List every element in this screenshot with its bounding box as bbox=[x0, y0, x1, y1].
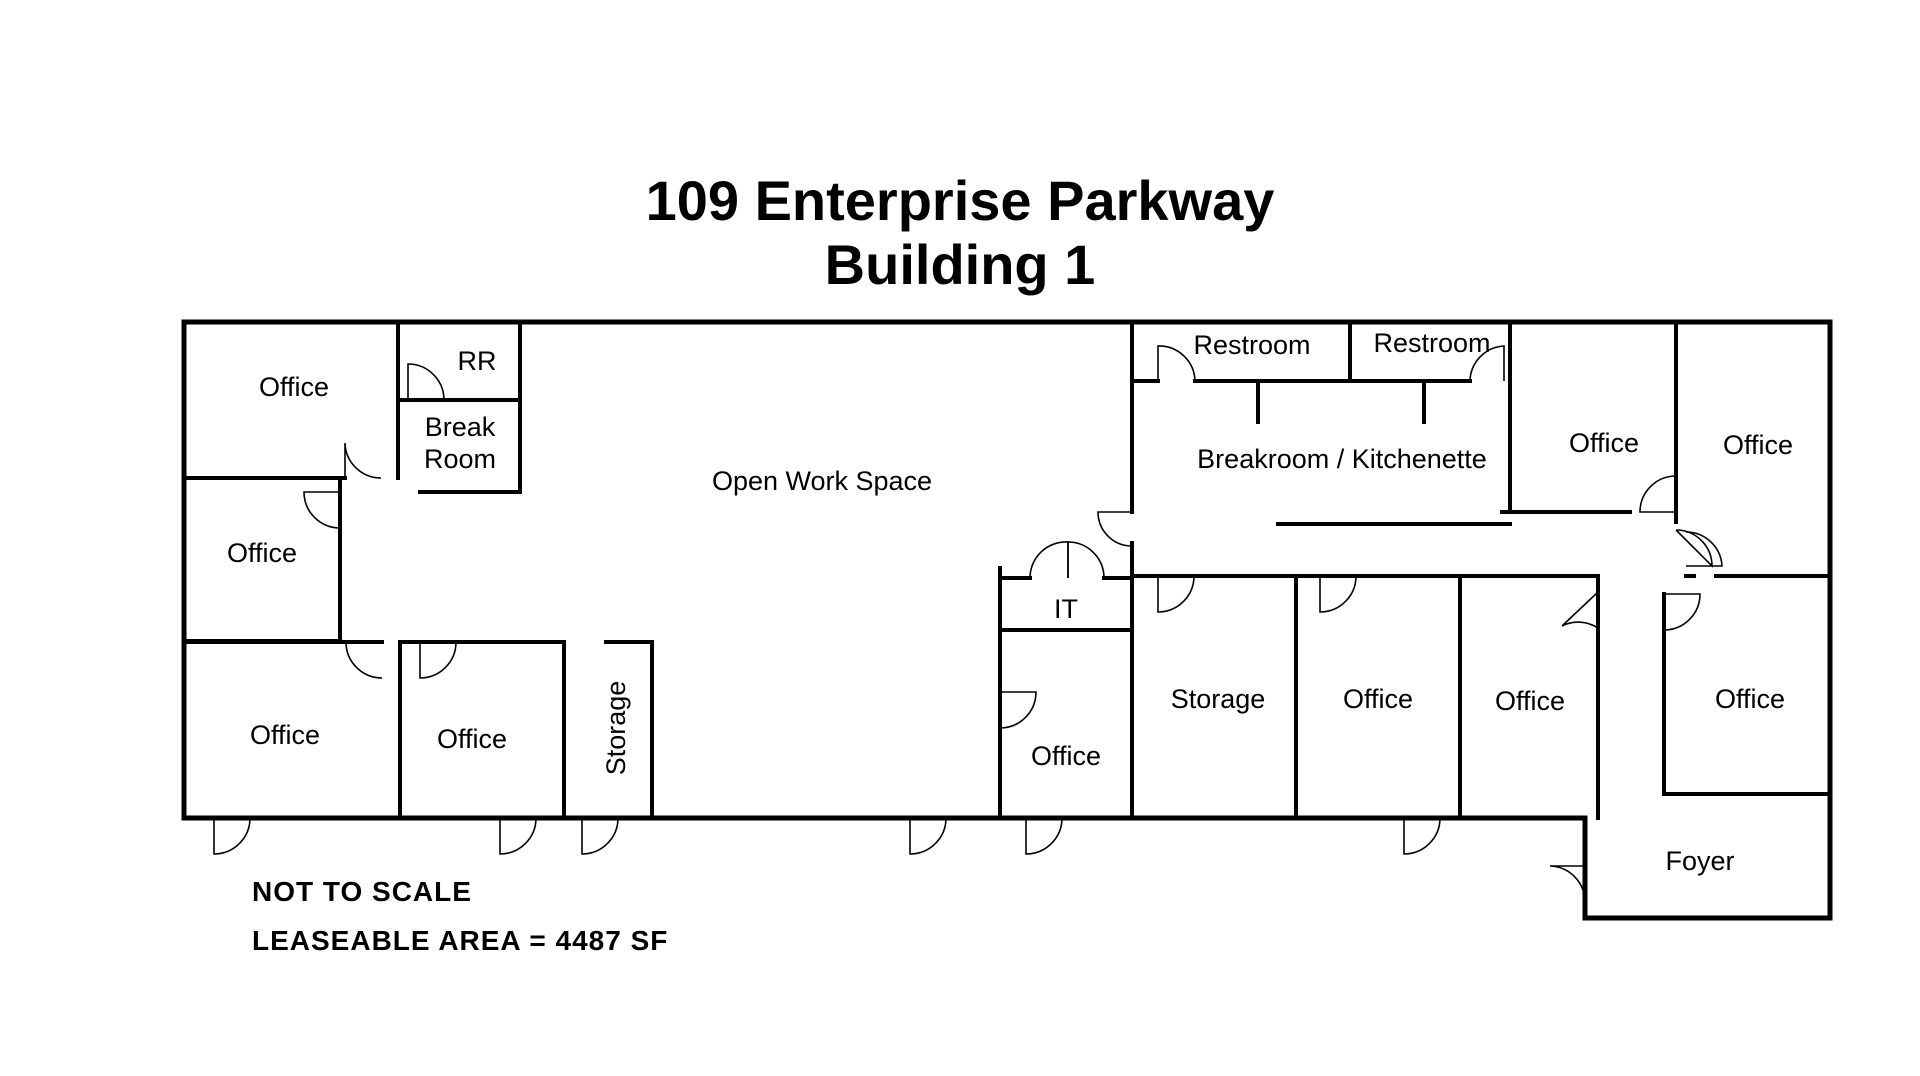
door-it-right bbox=[1067, 541, 1105, 579]
door-office-bottom-second bbox=[419, 641, 457, 679]
room-office-center: Office bbox=[1031, 741, 1101, 771]
door-rr bbox=[407, 363, 445, 401]
plan-title: 109 Enterprise Parkway bbox=[645, 169, 1275, 232]
room-breakroom-kitchenette: Breakroom / Kitchenette bbox=[1197, 444, 1487, 474]
door-restroom-2 bbox=[1469, 345, 1505, 382]
room-office-top-left: Office bbox=[259, 372, 329, 402]
door-office-right-2 bbox=[1561, 591, 1599, 629]
room-office-right-1: Office bbox=[1343, 684, 1413, 714]
room-office-bottom-left: Office bbox=[250, 720, 320, 750]
door-office-right-1 bbox=[1319, 575, 1357, 613]
door-office-right-3 bbox=[1663, 593, 1701, 631]
leaseable-area-note: LEASEABLE AREA = 4487 SF bbox=[252, 925, 669, 956]
door-office-top-right-1 bbox=[1639, 475, 1677, 513]
room-break-room-line2: Room bbox=[424, 444, 496, 474]
door-it-left bbox=[1029, 541, 1069, 579]
door-exterior-1 bbox=[213, 817, 251, 855]
doors bbox=[213, 345, 1723, 903]
room-storage-right: Storage bbox=[1171, 684, 1266, 714]
room-office-top-right-2: Office bbox=[1723, 430, 1793, 460]
room-restroom-2: Restroom bbox=[1373, 328, 1490, 358]
door-office-top-right-2 bbox=[1675, 529, 1713, 568]
room-foyer: Foyer bbox=[1665, 846, 1734, 876]
door-storage bbox=[1157, 575, 1195, 613]
room-office-right-2: Office bbox=[1495, 686, 1565, 716]
door-foyer-entry bbox=[1549, 865, 1586, 903]
room-break-room-line1: Break bbox=[425, 412, 496, 442]
outer-walls bbox=[181, 319, 1833, 921]
door-restroom-1 bbox=[1157, 345, 1196, 382]
door-office-top-left bbox=[344, 442, 382, 479]
room-open-work-space: Open Work Space bbox=[712, 466, 932, 496]
interior-walls bbox=[182, 320, 1832, 820]
scale-note: NOT TO SCALE bbox=[252, 876, 472, 907]
room-labels: Office RR Break Room Open Work Space Off… bbox=[227, 328, 1793, 876]
plan-subtitle: Building 1 bbox=[824, 233, 1096, 296]
room-it: IT bbox=[1054, 594, 1078, 624]
door-office-mid-left bbox=[303, 491, 341, 529]
door-office-bottom-left bbox=[345, 641, 383, 679]
door-exterior-5 bbox=[1025, 817, 1063, 855]
room-rr: RR bbox=[458, 346, 497, 376]
room-office-top-right-1: Office bbox=[1569, 428, 1639, 458]
door-exterior-6 bbox=[1403, 817, 1441, 855]
door-office-center bbox=[999, 691, 1037, 729]
room-office-bottom-second: Office bbox=[437, 724, 507, 754]
room-office-right-3: Office bbox=[1715, 684, 1785, 714]
room-storage-vertical: Storage bbox=[601, 681, 631, 776]
door-exterior-3 bbox=[581, 817, 619, 855]
door-exterior-4 bbox=[909, 817, 947, 855]
door-office-top-right-2b bbox=[1685, 531, 1723, 567]
door-exterior-2 bbox=[499, 817, 537, 855]
door-breakroom bbox=[1097, 511, 1133, 547]
room-office-mid-left: Office bbox=[227, 538, 297, 568]
room-restroom-1: Restroom bbox=[1193, 330, 1310, 360]
